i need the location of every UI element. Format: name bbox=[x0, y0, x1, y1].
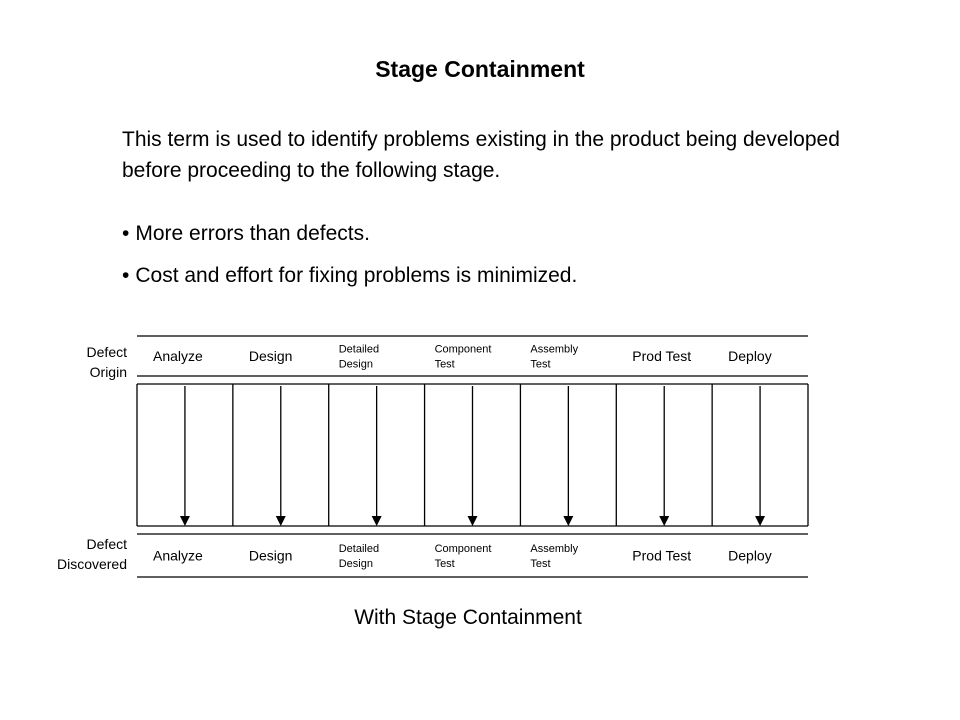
stage-label-line: Test bbox=[530, 558, 550, 570]
stage-label-line: Detailed bbox=[339, 543, 379, 555]
label-line: Defect bbox=[86, 344, 127, 360]
stage-label-line: Test bbox=[435, 358, 455, 370]
label-line: Discovered bbox=[56, 556, 127, 572]
stage-label-line: Design bbox=[249, 548, 293, 564]
origin-stage-label: Design bbox=[249, 348, 293, 364]
origin-stage-label: Analyze bbox=[153, 348, 203, 364]
stage-label-line: Detailed bbox=[339, 343, 379, 355]
stage-label-line: Assembly bbox=[530, 543, 578, 555]
arrow-head-icon bbox=[563, 516, 574, 526]
stage-label-line: Deploy bbox=[728, 348, 772, 364]
stage-label-line: Analyze bbox=[153, 348, 203, 364]
arrow-head-icon bbox=[371, 516, 382, 526]
description-text: This term is used to identify problems e… bbox=[122, 128, 840, 182]
defect-origin-label: Defect Origin bbox=[0, 342, 127, 382]
stage-label-line: Component bbox=[435, 343, 492, 355]
stage-label-line: Deploy bbox=[728, 548, 772, 564]
arrow-head-icon bbox=[179, 516, 190, 526]
bullet-dot-icon: • bbox=[122, 264, 130, 287]
stage-label-line: Design bbox=[339, 558, 373, 570]
bullet-dot-icon: • bbox=[122, 222, 130, 245]
stage-label-line: Test bbox=[435, 558, 455, 570]
discovered-stage-label: Design bbox=[249, 548, 293, 564]
stage-label-line: Prod Test bbox=[632, 348, 691, 364]
arrow-head-icon bbox=[467, 516, 478, 526]
stage-label-line: Design bbox=[249, 348, 293, 364]
label-line: Defect bbox=[86, 536, 127, 552]
stage-label-line: Test bbox=[530, 358, 550, 370]
stage-label-line: Prod Test bbox=[632, 548, 691, 564]
origin-stage-label: Prod Test bbox=[632, 348, 691, 364]
arrow-head-icon bbox=[659, 516, 670, 526]
discovered-stage-label: Prod Test bbox=[632, 548, 691, 564]
discovered-stage-label: Deploy bbox=[728, 548, 772, 564]
label-line: Origin bbox=[89, 364, 127, 380]
stage-label-line: Assembly bbox=[530, 343, 578, 355]
page-title: Stage Containment bbox=[375, 56, 585, 82]
defect-discovered-label: Defect Discovered bbox=[0, 534, 127, 574]
arrow-head-icon bbox=[275, 516, 286, 526]
arrow-head-icon bbox=[755, 516, 766, 526]
stage-label-line: Analyze bbox=[153, 548, 203, 564]
bullet-text: More errors than defects. bbox=[135, 222, 370, 245]
origin-stage-label: Deploy bbox=[728, 348, 772, 364]
bullet-item: •More errors than defects. bbox=[122, 222, 370, 246]
stage-label-line: Design bbox=[339, 358, 373, 370]
bullet-text: Cost and effort for fixing problems is m… bbox=[135, 264, 578, 287]
stage-label-line: Component bbox=[435, 543, 492, 555]
diagram-caption: With Stage Containment bbox=[354, 606, 582, 629]
discovered-stage-label: Analyze bbox=[153, 548, 203, 564]
bullet-item: •Cost and effort for fixing problems is … bbox=[122, 264, 577, 288]
